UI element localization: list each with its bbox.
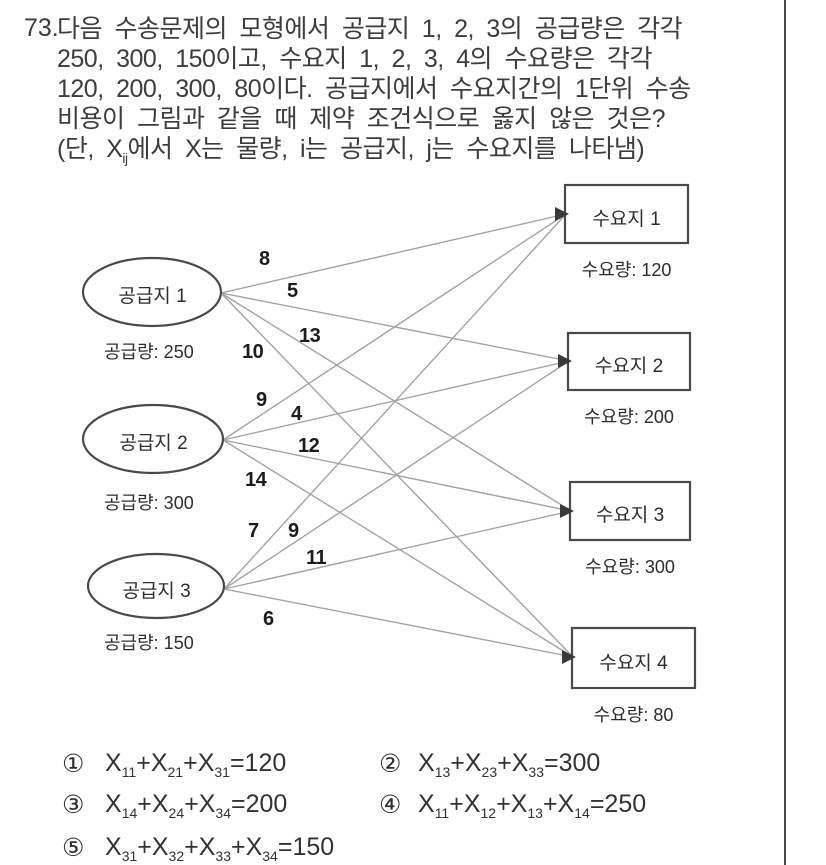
edge-s3-d4 — [223, 588, 574, 658]
edge-s1-d3 — [220, 292, 572, 512]
arrowhead-icon — [560, 504, 574, 518]
choice-3-number: ③ — [62, 791, 85, 819]
edge-cost-s3-d2: 9 — [288, 520, 299, 542]
supply-ellipse-3 — [86, 552, 226, 620]
supply-node-label-1: 공급지 1 — [118, 286, 187, 307]
edge-cost-s1-d2: 5 — [287, 280, 298, 302]
edge-s3-d1 — [223, 213, 567, 590]
arrowhead-icon — [558, 354, 572, 368]
node-shapes — [81, 183, 697, 690]
choice-4-number: ④ — [379, 791, 402, 819]
choice-5-formula: X31+X32+X33+X34=150 — [105, 833, 335, 865]
choice-4-formula: X11+X12+X13+X14=250 — [418, 790, 647, 822]
demand-amount-label-2: 수요량: 200 — [584, 407, 674, 427]
supply-amount-label-1: 공급량: 250 — [104, 342, 194, 362]
edge-cost-s3-d3: 11 — [306, 547, 327, 569]
edge-lines — [220, 213, 574, 658]
supply-ellipse-2 — [81, 403, 225, 475]
question-line: 비용이 그림과 같을 때 제약 조건식으로 옳지 않은 것은? — [57, 105, 665, 133]
question-line: 250, 300, 150이고, 수요지 1, 2, 3, 4의 수요량은 각각 — [57, 45, 652, 73]
demand-node-label-1: 수요지 1 — [592, 209, 661, 230]
choice-2-number: ② — [379, 750, 402, 778]
arrowheads — [555, 207, 576, 664]
edge-s2-d4 — [222, 439, 574, 658]
demand-node-label-3: 수요지 3 — [595, 505, 665, 526]
demand-amount-label-4: 수요량: 80 — [593, 705, 674, 725]
choice-1-number: ① — [62, 750, 85, 778]
question-line: 다음 수송문제의 모형에서 공급지 1, 2, 3의 공급량은 각각 — [57, 15, 683, 43]
demand-box-4 — [570, 626, 697, 690]
edge-s3-d3 — [223, 510, 572, 590]
edge-cost-s3-d1: 7 — [248, 520, 259, 542]
question-number: 73. — [24, 14, 59, 42]
page-border-line — [784, 0, 786, 865]
edge-cost-s2-d4: 14 — [245, 469, 267, 491]
demand-amount-label-3: 수요량: 300 — [585, 557, 675, 577]
supply-ellipse-1 — [81, 256, 223, 328]
supply-amount-label-2: 공급량: 300 — [104, 493, 194, 513]
edge-cost-s1-d1: 8 — [259, 248, 270, 270]
question-line: (단, Xij에서 X는 물량, i는 공급지, j는 수요지를 나타냄) — [57, 135, 645, 166]
edge-cost-s3-d4: 6 — [263, 608, 274, 630]
edge-s3-d2 — [223, 360, 570, 590]
demand-node-label-4: 수요지 4 — [599, 653, 668, 674]
choice-2-formula: X13+X23+X33=300 — [418, 749, 601, 781]
supply-amount-label-3: 공급량: 150 — [104, 633, 194, 653]
edge-cost-s2-d2: 4 — [291, 403, 302, 425]
demand-box-1 — [563, 183, 690, 245]
supply-node-label-2: 공급지 2 — [119, 433, 188, 454]
arrowhead-icon — [555, 207, 569, 221]
question-line: 120, 200, 300, 80이다. 공급지에서 수요지간의 1단위 수송 — [57, 75, 691, 103]
edge-cost-s2-d1: 9 — [256, 389, 267, 411]
edge-cost-s1-d3: 13 — [299, 325, 321, 347]
demand-node-label-2: 수요지 2 — [594, 356, 664, 377]
supply-node-label-3: 공급지 3 — [122, 581, 191, 602]
edge-cost-s1-d4: 10 — [242, 341, 264, 363]
arrowhead-icon — [562, 650, 576, 664]
demand-box-2 — [566, 331, 692, 392]
demand-amount-label-1: 수요량: 120 — [581, 260, 672, 280]
choice-3-formula: X14+X24+X34=200 — [105, 790, 288, 822]
edge-cost-s2-d3: 12 — [298, 435, 320, 457]
choice-1-formula: X11+X21+X31=120 — [105, 749, 287, 781]
question-text: 다음 수송문제의 모형에서 공급지 1, 2, 3의 공급량은 각각 250, … — [57, 14, 771, 174]
edge-s2-d1 — [222, 213, 567, 441]
demand-box-3 — [568, 480, 692, 542]
choice-5-number: ⑤ — [62, 834, 85, 862]
edge-s1-d1 — [220, 213, 567, 294]
